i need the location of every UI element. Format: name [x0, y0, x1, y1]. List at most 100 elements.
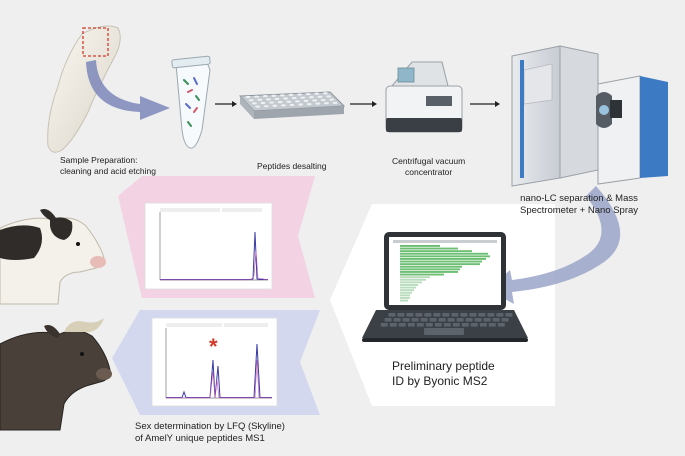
plate-well [295, 100, 300, 103]
plate-well [252, 102, 257, 105]
plate-well [317, 95, 323, 98]
id-row-bar [400, 291, 412, 294]
cow-brown-image [0, 318, 112, 431]
id-row-bar [400, 255, 490, 258]
laptop-key [406, 313, 414, 317]
laptop-key [496, 313, 504, 317]
sample-tube-icon [171, 55, 211, 149]
plate-well [298, 103, 303, 106]
plate-well [309, 96, 314, 99]
laptop-key [425, 323, 433, 327]
laptop-key [497, 323, 505, 327]
flow-arrows-small [215, 101, 500, 107]
desalting-plate-icon [238, 91, 346, 119]
plate-well [272, 104, 278, 107]
laptop-key [393, 318, 401, 322]
plate-well [263, 105, 269, 108]
byonic-label: Preliminary peptide ID by Byonic MS2 [392, 359, 495, 388]
laptop-key [501, 318, 509, 322]
laptop-key [465, 318, 473, 322]
significance-asterisk: * [209, 334, 218, 359]
id-row-bar [400, 286, 416, 289]
id-row-bar [400, 273, 444, 276]
plate-well [271, 94, 277, 97]
plate-well [289, 103, 295, 107]
plate-well [245, 95, 251, 99]
plate-well [281, 104, 286, 107]
plate-well [306, 102, 312, 106]
laptop-key [505, 313, 513, 317]
concentrator-label: Centrifugal vacuum concentrator [392, 156, 466, 177]
laptop-key [424, 313, 432, 317]
id-row-bar [400, 297, 410, 299]
byonic-id-table [393, 240, 497, 302]
plate-well [332, 101, 338, 104]
laptop-key [429, 318, 437, 322]
plate-well [329, 98, 335, 101]
mass-spectrometer-icon [511, 45, 668, 187]
id-row-bar [400, 294, 410, 297]
id-row-bar [400, 281, 422, 284]
sample-prep-label: Sample Preparation: cleaning and acid et… [60, 155, 156, 176]
id-row-bar [400, 289, 414, 292]
flow-arrow-to-tube [86, 60, 170, 120]
laptop-key [389, 323, 397, 327]
laptop-key [483, 318, 491, 322]
plate-well [277, 101, 283, 104]
plate-well [297, 93, 302, 96]
laptop-key [442, 313, 450, 317]
id-row-bar [400, 276, 430, 279]
plate-well [283, 97, 288, 100]
laptop-key [420, 318, 428, 322]
laptop-key [469, 313, 477, 317]
chromatogram-bottom [151, 317, 278, 407]
laptop-key [397, 313, 405, 317]
plate-well [260, 101, 266, 105]
laptop-key [478, 313, 486, 317]
id-row-bar [400, 245, 440, 247]
id-row-bar [400, 284, 418, 286]
nano-lc-label: nano-LC separation & Mass Spectrometer +… [520, 193, 639, 216]
tooth-sample [47, 25, 121, 153]
id-row-bar [400, 247, 458, 250]
laptop-key [433, 313, 441, 317]
etching-region-box [82, 27, 109, 57]
laptop-key [451, 313, 459, 317]
id-row-bar [400, 258, 486, 260]
laptop-key [461, 323, 469, 327]
laptop-key [443, 323, 451, 327]
laptop-key [411, 318, 419, 322]
chromatogram-top [144, 202, 273, 290]
id-row-bar [400, 252, 488, 255]
laptop-key [438, 318, 446, 322]
plate-well [303, 99, 309, 102]
plate-well [300, 96, 306, 99]
plate-well [314, 92, 320, 95]
laptop-key [474, 318, 482, 322]
id-row-bar [400, 250, 472, 253]
plate-well [323, 92, 328, 95]
laptop-key [479, 323, 487, 327]
laptop-key [456, 318, 464, 322]
plate-well [254, 95, 259, 98]
laptop-key [452, 323, 460, 327]
laptop-key [434, 323, 442, 327]
plate-well [320, 98, 326, 102]
plate-well [257, 98, 263, 101]
plate-well [291, 97, 297, 100]
plate-well [269, 101, 274, 104]
sex-determination-label: Sex determination by LFQ (Skyline) of Am… [135, 421, 285, 444]
laptop-key [416, 323, 424, 327]
plate-well [288, 93, 294, 96]
plate-well [305, 92, 311, 96]
id-row-bar [400, 299, 408, 302]
plate-well [280, 94, 285, 97]
id-row-bar [400, 271, 458, 273]
laptop-key [398, 323, 406, 327]
laptop-key [415, 313, 423, 317]
laptop-key [487, 313, 495, 317]
plate-well [324, 102, 329, 105]
plate-well [274, 97, 280, 101]
desalting-label: Peptides desalting [257, 161, 327, 171]
